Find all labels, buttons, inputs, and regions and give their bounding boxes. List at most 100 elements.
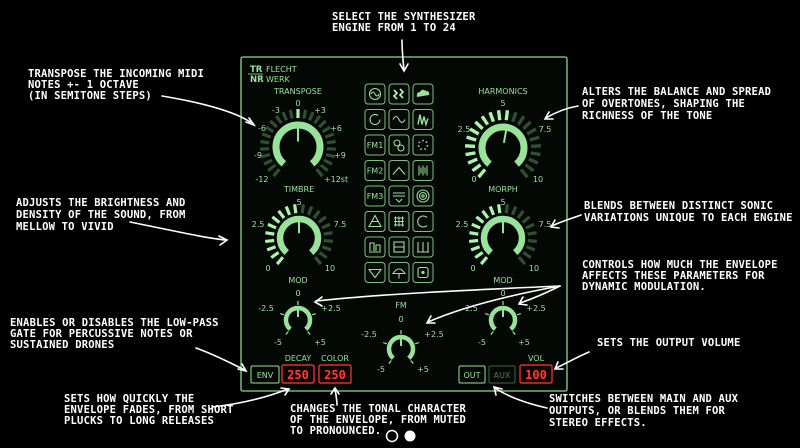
engine-button-filter[interactable] xyxy=(388,185,410,207)
transpose-knob-tick-label: +6 xyxy=(330,124,342,133)
engine-button-noise[interactable] xyxy=(412,262,434,283)
engine-button-bars[interactable] xyxy=(412,160,434,181)
engine-button-string[interactable] xyxy=(412,236,434,258)
wave-icon xyxy=(392,115,406,124)
mod-right-knob-tick xyxy=(484,312,490,316)
engine-button-grid[interactable] xyxy=(388,211,410,232)
pronounced-icon xyxy=(404,430,416,442)
annotation-mod-line-1: CONTROLS HOW MUCH THE ENVELOPE xyxy=(582,259,778,271)
transpose-knob-segment xyxy=(321,125,332,134)
timbre-knob-tick-label: 0 xyxy=(265,264,270,273)
harmonics-knob-segment xyxy=(488,111,496,123)
transpose-knob-segment xyxy=(313,114,322,125)
mod-left-knob[interactable]: MOD-5-2.50+2.5+5 xyxy=(258,276,341,347)
harmonics-knob-segment xyxy=(510,111,518,123)
engine-button-chevron[interactable] xyxy=(388,160,410,181)
harmonics-knob-segment xyxy=(496,110,502,121)
annotation-transpose-line-3: (IN SEMITONE STEPS) xyxy=(28,90,152,102)
transpose-knob-segment xyxy=(323,158,333,166)
wavefolder-icon xyxy=(392,88,405,100)
mod-left-knob-tick-label: +5 xyxy=(314,338,326,347)
engine-button-fm2[interactable]: FM2 xyxy=(364,160,386,181)
transpose-knob-tick-label: -9 xyxy=(254,151,262,160)
bell-icon xyxy=(393,139,405,152)
engine-button-spiral[interactable] xyxy=(412,185,434,207)
transpose-knob-tick-label: +9 xyxy=(334,151,346,160)
fm-knob-tick-label: 0 xyxy=(398,315,403,324)
fm-knob-label: FM xyxy=(395,301,407,310)
morph-knob-segment xyxy=(488,205,496,216)
engine-button-dots[interactable] xyxy=(412,134,434,156)
env-button-label: ENV xyxy=(257,371,274,380)
mod-left-knob-tick-label: +2.5 xyxy=(321,304,340,313)
engine-button-fm3[interactable]: FM3 xyxy=(364,185,386,207)
engine-button-pyramid[interactable] xyxy=(364,211,386,232)
engine-button-wavefolder[interactable] xyxy=(388,83,410,105)
engine-button-fm1[interactable]: FM1 xyxy=(364,134,386,156)
arrow-color xyxy=(334,388,338,406)
timbre-knob-tick-label: 10 xyxy=(325,264,335,273)
arrow-engine xyxy=(401,39,405,71)
harmonics-knob-segment xyxy=(466,135,477,142)
fm-knob-tick-label: +5 xyxy=(417,365,429,374)
morph-knob-segment xyxy=(497,204,502,214)
engine-button-chord[interactable] xyxy=(364,236,386,258)
cloud-icon xyxy=(416,89,430,97)
harmonics-knob-tick-label: 10 xyxy=(533,175,543,184)
engine-button-wave[interactable] xyxy=(388,109,410,130)
fm-knob[interactable]: FM-5-2.50+2.5+5 xyxy=(361,301,444,374)
engine-button-ring[interactable] xyxy=(412,211,434,232)
engine-button-sine[interactable] xyxy=(364,83,386,105)
timbre-knob-segment xyxy=(323,238,333,244)
morph-knob-segment xyxy=(522,251,532,259)
morph-knob-segment xyxy=(521,215,531,224)
engine-button-bell[interactable] xyxy=(388,134,410,156)
annotation-color-line-2: OF THE ENVELOPE, FROM MUTED xyxy=(290,414,466,426)
grid-icon xyxy=(394,216,404,227)
engine-button-grain[interactable] xyxy=(412,109,434,130)
mod-left-knob-label: MOD xyxy=(288,276,307,285)
cycle-icon xyxy=(369,113,381,125)
transpose-knob-segment xyxy=(260,139,270,145)
annotation-timbre-line-3: MELLOW TO VIVID xyxy=(16,221,114,233)
engine-button-cloud[interactable] xyxy=(412,83,434,105)
engine-button-hat[interactable] xyxy=(388,262,410,283)
harmonics-knob-tick-label: 2.5 xyxy=(458,125,471,134)
decay-display[interactable]: 250 xyxy=(281,364,315,384)
dots-icon xyxy=(417,139,429,151)
engine-label: FM2 xyxy=(367,167,384,176)
env-button[interactable]: ENV xyxy=(250,365,280,384)
volume-display[interactable]: 100 xyxy=(519,364,553,384)
engine-button-cycle[interactable] xyxy=(364,109,386,130)
mod-right-knob[interactable]: MOD-5-2.50+2.5+5 xyxy=(462,276,546,347)
transpose-knob-segment xyxy=(264,125,275,134)
morph-knob-segment xyxy=(516,209,525,219)
transpose-knob-tick-label: +3 xyxy=(314,106,326,115)
timbre-knob-segment xyxy=(265,238,275,244)
engine-button-drum[interactable] xyxy=(388,236,410,258)
timbre-knob-segment xyxy=(321,222,331,230)
bars-icon xyxy=(418,165,428,176)
annotation-timbre-line-2: DENSITY OF THE SOUND, FROM xyxy=(16,209,186,221)
morph-knob-segment xyxy=(481,209,490,219)
transpose-knob[interactable]: TRANSPOSE-12-9-6-30+3+6+9+12st xyxy=(254,87,348,184)
morph-knob-tick-label: 7.5 xyxy=(539,220,552,229)
timbre-knob-segment xyxy=(267,222,277,230)
morph-knob-segment xyxy=(525,245,536,252)
color-value: 250 xyxy=(324,368,346,382)
transpose-knob-body xyxy=(272,121,324,167)
timbre-knob-segment xyxy=(317,215,327,224)
vol-label: VOL xyxy=(528,354,545,363)
color-display[interactable]: 250 xyxy=(318,364,352,384)
transpose-knob-segment xyxy=(263,158,273,166)
aux-button[interactable]: AUX xyxy=(488,365,516,384)
timbre-knob-segment xyxy=(284,205,292,216)
timbre-knob-label: TIMBRE xyxy=(283,185,314,194)
harmonics-knob-segment xyxy=(504,110,510,121)
out-button[interactable]: OUT xyxy=(458,365,486,384)
engine-button-speech[interactable] xyxy=(364,262,386,283)
harmonics-knob-segment xyxy=(526,127,537,136)
